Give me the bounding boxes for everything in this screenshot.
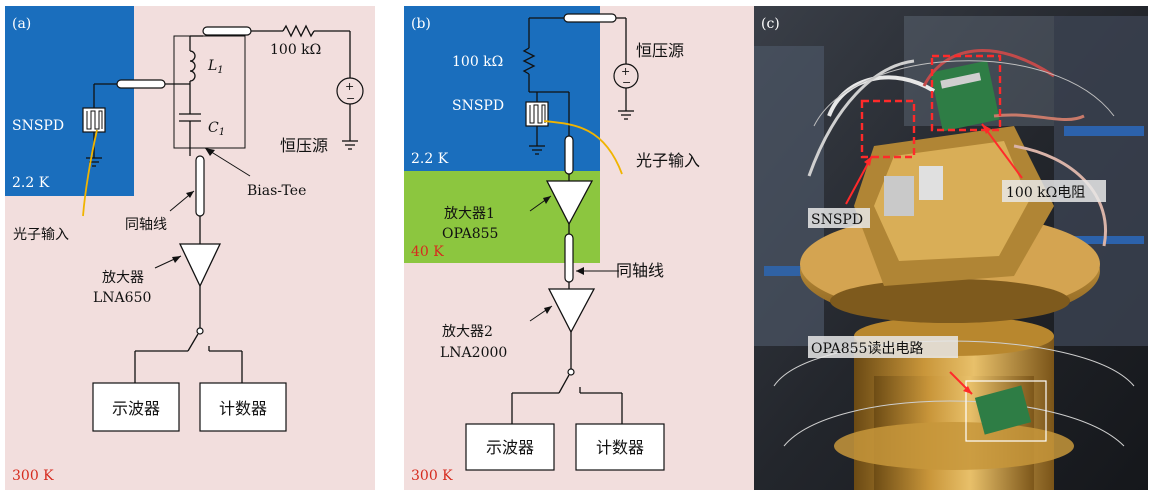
coax-cable-top xyxy=(202,26,252,36)
panel-c-photo: 100 kΩ电阻 SNSPD OPA855读出电路 (c) xyxy=(754,6,1148,490)
switch-icon xyxy=(567,368,575,376)
bias-tee-label: Bias-Tee xyxy=(247,183,306,199)
coax-cable-top xyxy=(563,13,617,23)
panel-a-diagram: (a) SNSPD 2.2 K 光子输入 L1 C1 Bias-Tee xyxy=(5,6,375,490)
svg-text:−: − xyxy=(622,76,631,89)
voltage-source-icon: + − xyxy=(613,63,639,89)
coax-cable-vertical xyxy=(195,155,205,217)
ground-icon xyxy=(529,145,545,155)
coax-cable xyxy=(116,79,166,89)
amplifier1-label: 放大器1 xyxy=(444,206,495,222)
snspd-label: SNSPD xyxy=(452,98,504,114)
resistor-highlight-box xyxy=(930,54,1002,132)
photon-fiber xyxy=(543,120,623,175)
oscilloscope-box xyxy=(465,423,555,471)
snspd-photo-label: SNSPD xyxy=(811,212,863,228)
oscilloscope-label: 示波器 xyxy=(486,438,534,457)
coax-label: 同轴线 xyxy=(125,217,167,233)
photon-fiber xyxy=(82,129,98,217)
counter-box xyxy=(199,382,287,432)
counter-box xyxy=(575,423,665,471)
snspd-label: SNSPD xyxy=(12,118,64,134)
readout-photo-label: OPA855读出电路 xyxy=(811,340,923,357)
oscilloscope-label: 示波器 xyxy=(112,399,160,418)
inductor-icon xyxy=(189,50,196,82)
oscilloscope-box xyxy=(92,382,180,432)
panel-tag: (a) xyxy=(12,16,31,32)
voltage-source-label: 恒压源 xyxy=(280,136,328,155)
photo-illustration: 100 kΩ电阻 SNSPD OPA855读出电路 (c) xyxy=(754,6,1148,490)
voltage-source-label: 恒压源 xyxy=(636,41,684,60)
resistor-arrow xyxy=(981,123,1023,179)
coax-cable-vertical xyxy=(564,135,574,175)
svg-text:+: + xyxy=(621,65,630,78)
ground-icon xyxy=(342,140,358,150)
bias-tee-box xyxy=(173,35,246,149)
panel-tag: (c) xyxy=(761,16,780,32)
photon-input-label: 光子输入 xyxy=(13,227,69,243)
voltage-source-icon: + − xyxy=(336,77,364,105)
resistor-icon xyxy=(522,47,536,75)
room-temp-label: 300 K xyxy=(411,468,453,484)
amplifier2-label: 放大器2 xyxy=(442,324,493,340)
svg-text:−: − xyxy=(346,92,355,105)
cold-temp-label: 2.2 K xyxy=(12,175,50,191)
amplifier1-model-label: OPA855 xyxy=(442,226,498,242)
room-temp-label: 300 K xyxy=(12,468,54,484)
coax-cable xyxy=(564,233,574,283)
ground-icon xyxy=(618,110,634,120)
panel-b-diagram: (b) + − 恒压源 100 kΩ SNSPD 2.2 K 光子输入 xyxy=(404,6,759,490)
resistor-label: 100 kΩ xyxy=(452,54,503,70)
inductor-label: L1 xyxy=(207,58,224,76)
resistor-photo-label: 100 kΩ电阻 xyxy=(1006,185,1085,201)
amplifier1-icon xyxy=(545,180,594,226)
cold-temp-label: 2.2 K xyxy=(411,151,449,167)
cold-region xyxy=(5,6,134,196)
photon-input-label: 光子输入 xyxy=(636,151,700,170)
switch-icon xyxy=(196,327,204,335)
amplifier-model-label: LNA650 xyxy=(93,290,151,306)
snspd-device xyxy=(525,101,549,127)
svg-text:+: + xyxy=(345,80,354,93)
panel-a: (a) SNSPD 2.2 K 光子输入 L1 C1 Bias-Tee xyxy=(5,6,375,490)
panel-b: (b) + − 恒压源 100 kΩ SNSPD 2.2 K 光子输入 xyxy=(404,6,759,490)
panel-tag: (b) xyxy=(411,16,431,32)
snspd-device xyxy=(82,107,106,133)
amplifier2-icon xyxy=(547,288,596,334)
resistor-icon xyxy=(282,24,315,38)
resistor-label: 100 kΩ xyxy=(270,42,321,58)
amplifier-icon xyxy=(178,243,222,288)
coax-label: 同轴线 xyxy=(616,261,664,280)
amplifier2-model-label: LNA2000 xyxy=(440,345,507,361)
readout-highlight-box xyxy=(965,380,1047,442)
capacitor-label: C1 xyxy=(208,120,225,138)
counter-label: 计数器 xyxy=(219,399,267,418)
snspd-highlight-box xyxy=(860,99,916,159)
mid-temp-label: 40 K xyxy=(411,244,444,260)
counter-label: 计数器 xyxy=(596,438,644,457)
amplifier-label: 放大器 xyxy=(102,270,144,286)
